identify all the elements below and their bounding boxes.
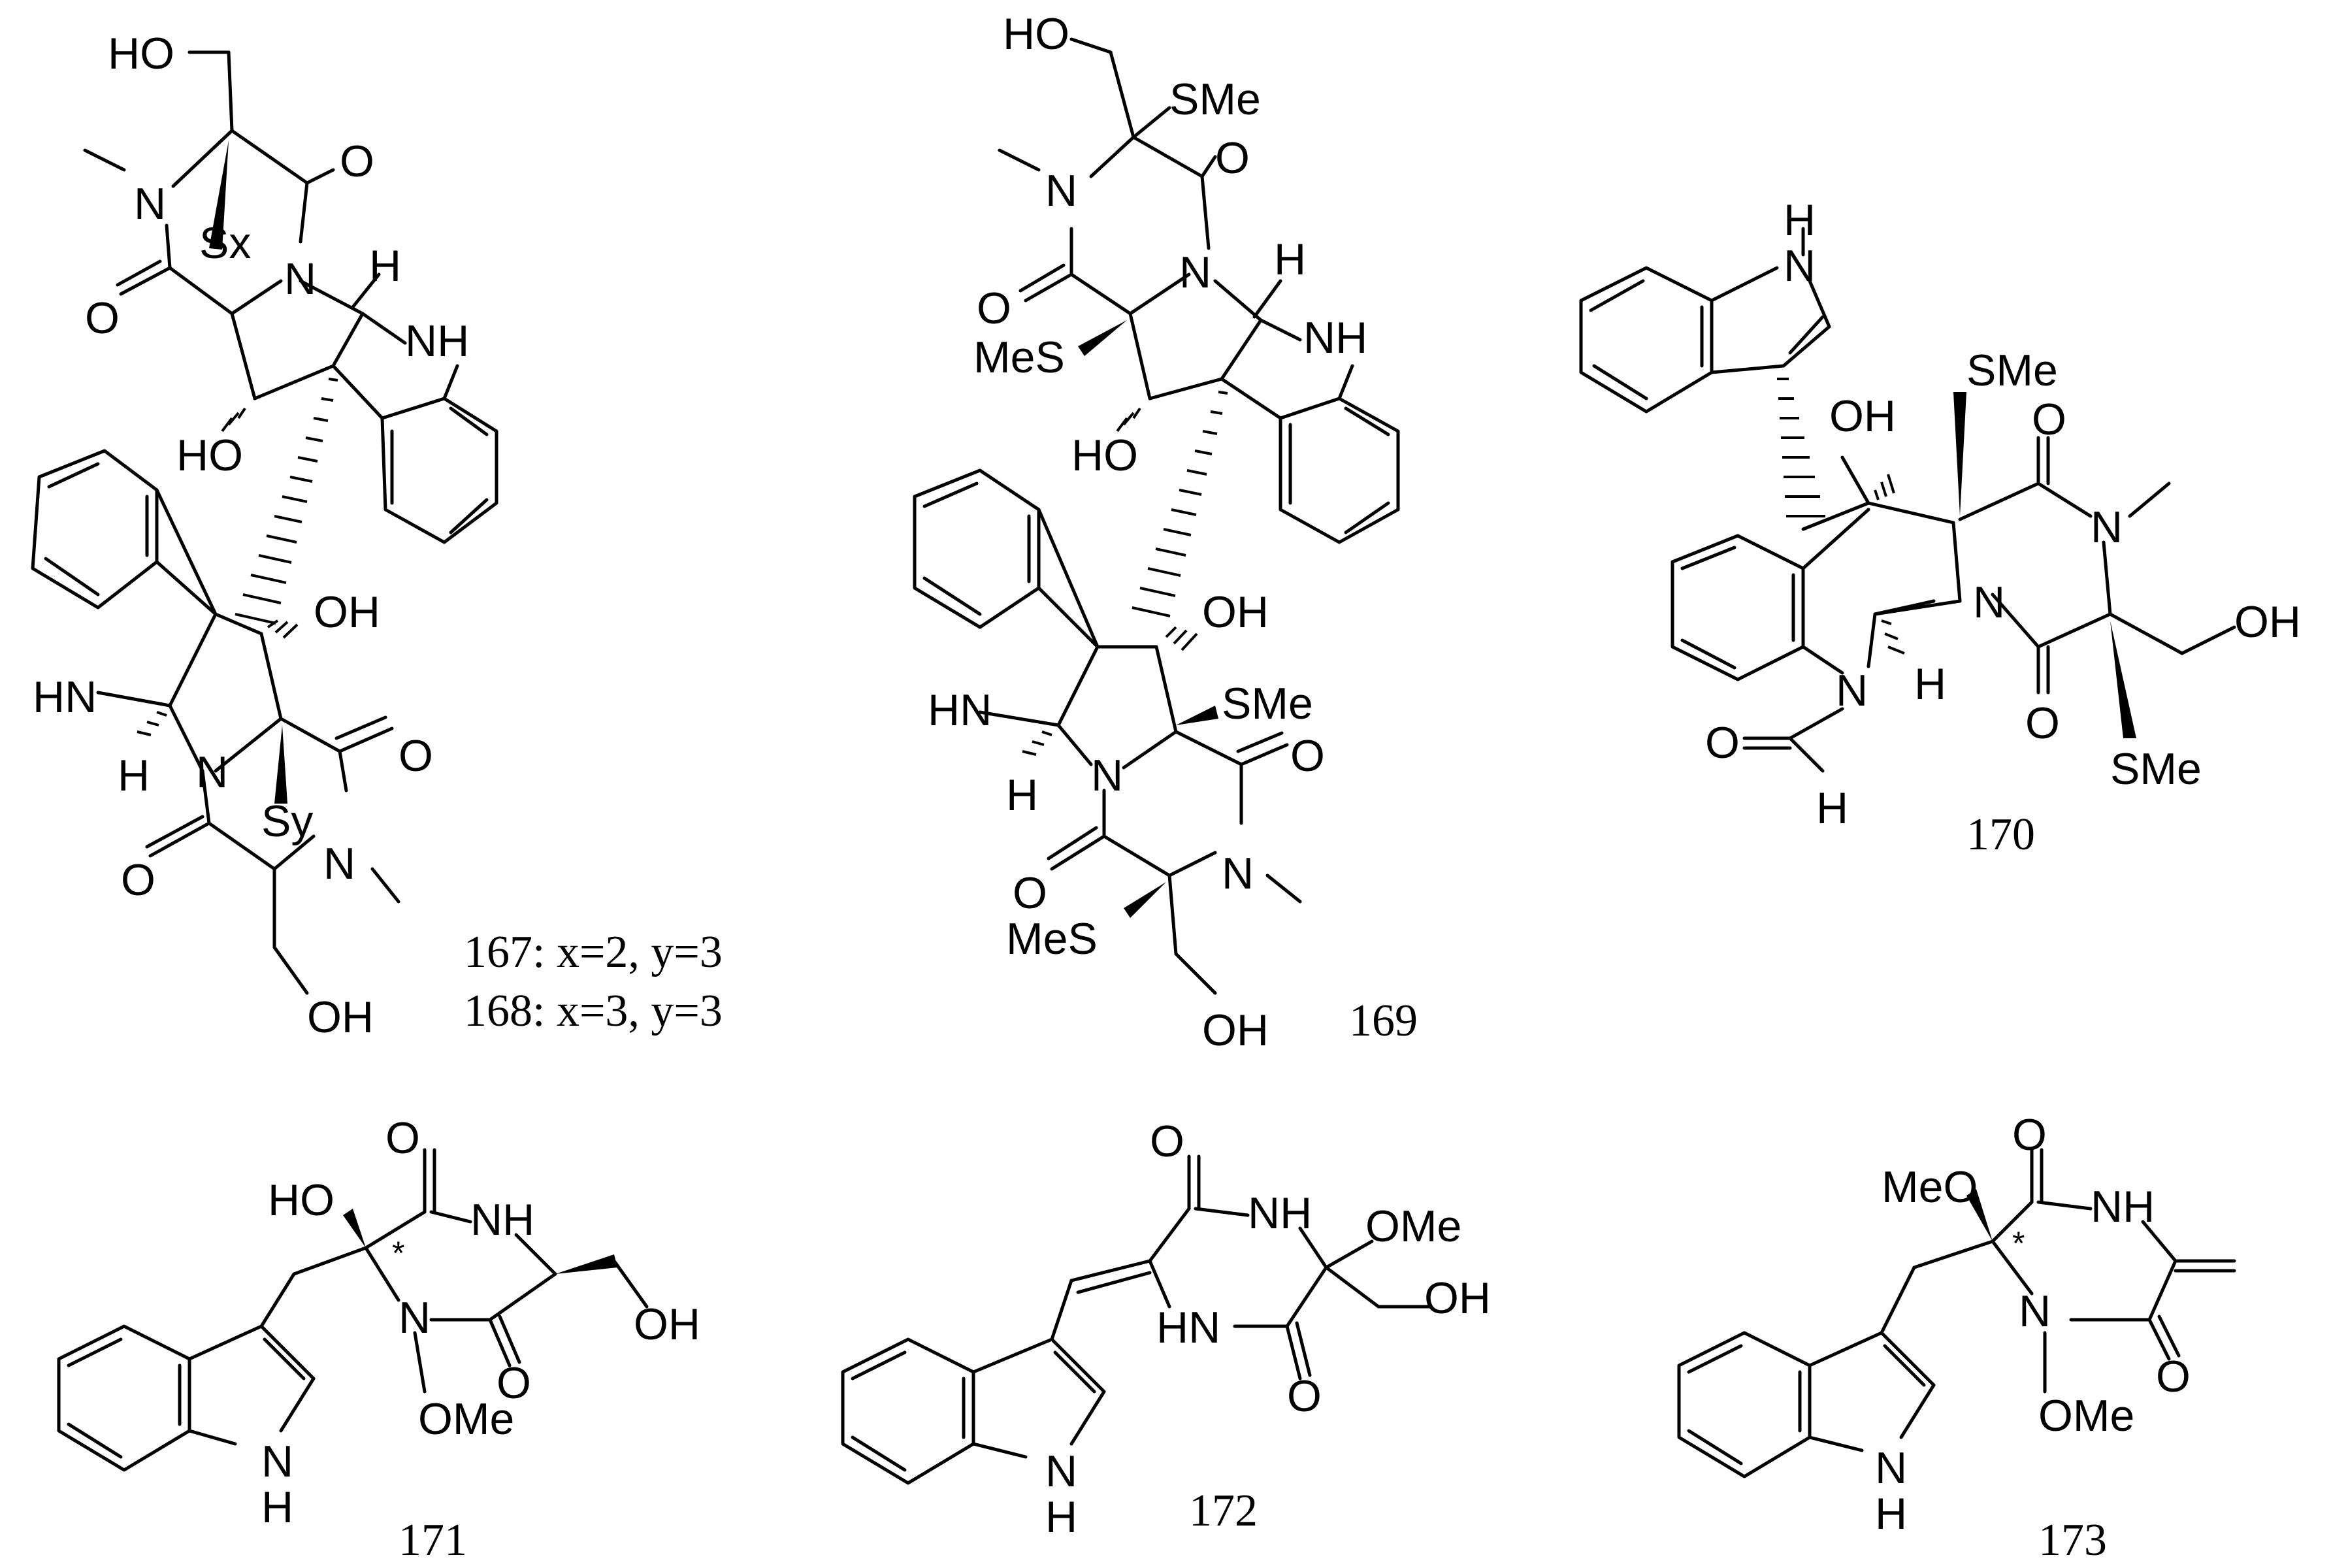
atom-ome: OMe bbox=[1365, 1201, 1461, 1251]
label-173: 173 bbox=[2038, 1515, 2107, 1565]
atom-n3: N bbox=[196, 747, 228, 797]
atom-h2: H bbox=[118, 751, 150, 800]
atom-h-form: H bbox=[1816, 783, 1848, 833]
atom-o4: O bbox=[1013, 868, 1047, 918]
atom-o2: O bbox=[2025, 698, 2060, 748]
atom-nh: NH bbox=[2091, 1182, 2155, 1232]
compound-167-168: HO O N Sx N H NH O HO HN H OH N Sy O O N… bbox=[31, 29, 723, 1042]
atom-hn: HN bbox=[928, 685, 992, 735]
atom-sy: Sy bbox=[261, 796, 313, 846]
atom-n1: N bbox=[134, 179, 166, 229]
atom-n3: N bbox=[1836, 666, 1868, 715]
atom-ome: OMe bbox=[2038, 1391, 2134, 1441]
atom-oh-bottom: OH bbox=[1202, 1005, 1269, 1055]
atom-h1: H bbox=[369, 241, 401, 291]
atom-o-top: O bbox=[1215, 133, 1250, 183]
atom-n2: N bbox=[1179, 248, 1211, 297]
atom-n-indole: N bbox=[1045, 1446, 1077, 1496]
atom-mes1: MeS bbox=[973, 333, 1065, 382]
atom-n2: N bbox=[284, 254, 316, 304]
atom-n1: N bbox=[2019, 1286, 2051, 1336]
atom-nh: NH bbox=[1248, 1188, 1312, 1238]
atom-n-top: N bbox=[1784, 241, 1816, 291]
atom-oh-right: OH bbox=[314, 587, 380, 637]
atom-mes2: MeS bbox=[1006, 914, 1098, 964]
atom-nh1: NH bbox=[405, 316, 469, 366]
atom-sme1: SMe bbox=[1966, 346, 2058, 395]
atom-star: * bbox=[392, 1235, 404, 1271]
label-172: 172 bbox=[1189, 1486, 1258, 1536]
atom-oh-bottom: OH bbox=[307, 992, 374, 1042]
atom-o1: O bbox=[385, 1113, 420, 1163]
atom-n4: N bbox=[323, 839, 355, 889]
atom-h-indole: H bbox=[1875, 1489, 1907, 1539]
atom-n1: N bbox=[2091, 502, 2123, 552]
label-170: 170 bbox=[1966, 809, 2035, 860]
compound-171: O HO NH * N O OH OMe N H 171 bbox=[57, 1113, 700, 1565]
atom-h-top: H bbox=[1784, 195, 1816, 245]
atom-o2: O bbox=[497, 1358, 531, 1408]
atom-n-indole: N bbox=[261, 1437, 293, 1486]
atom-n-indole: N bbox=[1875, 1443, 1907, 1493]
atom-oh2: OH bbox=[2234, 597, 2301, 647]
atom-n3: N bbox=[1091, 751, 1123, 800]
atom-ome: OMe bbox=[418, 1394, 514, 1444]
atom-h-indole: H bbox=[261, 1482, 293, 1532]
atom-o-top: O bbox=[340, 137, 374, 186]
atom-nh1: NH bbox=[1303, 313, 1367, 363]
atom-o3: O bbox=[1290, 731, 1325, 781]
atom-o2: O bbox=[1287, 1371, 1322, 1421]
compound-169: HO SMe N O O N H NH MeS HO OH HN SMe H N… bbox=[913, 9, 1418, 1055]
atom-oh: OH bbox=[1424, 1273, 1491, 1323]
atom-o1: O bbox=[2012, 1110, 2047, 1160]
atom-ho-mid: HO bbox=[176, 431, 243, 480]
atom-ho-mid: HO bbox=[1071, 431, 1138, 480]
atom-nh: NH bbox=[470, 1195, 534, 1245]
atom-o4: O bbox=[121, 855, 155, 905]
atom-sme2: SMe bbox=[1222, 679, 1313, 728]
atom-o-left: O bbox=[977, 284, 1011, 333]
atom-star: * bbox=[2012, 1225, 2025, 1262]
compound-173: O MeO NH * N O OMe N H 173 bbox=[1677, 1110, 2236, 1565]
label-167: 167: x=2, y=3 bbox=[464, 927, 723, 977]
atom-n2: N bbox=[1973, 578, 2005, 627]
atom-oh: OH bbox=[634, 1299, 700, 1349]
atom-o2: O bbox=[2156, 1352, 2191, 1401]
atom-h1: H bbox=[1274, 235, 1306, 284]
atom-ho-top: HO bbox=[108, 29, 174, 78]
atom-oh: OH bbox=[1829, 391, 1896, 441]
atom-n1: N bbox=[399, 1293, 431, 1343]
atom-o-left: O bbox=[85, 293, 120, 343]
atom-ho: HO bbox=[268, 1175, 334, 1225]
atom-h2: H bbox=[1006, 770, 1038, 820]
atom-ho-top: HO bbox=[1003, 9, 1069, 59]
compound-172: O NH OMe HN OH O N H 172 bbox=[841, 1117, 1491, 1542]
atom-o1: O bbox=[1150, 1117, 1184, 1166]
atom-n4: N bbox=[1222, 849, 1254, 898]
atom-sme-top: SMe bbox=[1169, 74, 1261, 124]
atom-sx: Sx bbox=[199, 218, 251, 268]
label-168: 168: x=3, y=3 bbox=[464, 986, 723, 1036]
atom-sme2: SMe bbox=[2110, 744, 2202, 794]
atom-oh-right: OH bbox=[1202, 587, 1269, 637]
atom-o1: O bbox=[2032, 395, 2066, 444]
atom-n1: N bbox=[1045, 166, 1077, 216]
atom-o3: O bbox=[399, 731, 433, 781]
atom-h-indole: H bbox=[1045, 1492, 1077, 1542]
atom-meo: MeO bbox=[1882, 1162, 1978, 1212]
compound-170: H N OH SMe O N N OH N H O O H SMe 170 bbox=[1579, 195, 2301, 860]
atom-o-form: O bbox=[1705, 718, 1740, 768]
label-171: 171 bbox=[399, 1515, 467, 1565]
atom-hn: HN bbox=[33, 672, 97, 722]
atom-h1: H bbox=[1914, 659, 1946, 709]
label-169: 169 bbox=[1349, 996, 1418, 1046]
atom-hn: HN bbox=[1156, 1303, 1220, 1352]
